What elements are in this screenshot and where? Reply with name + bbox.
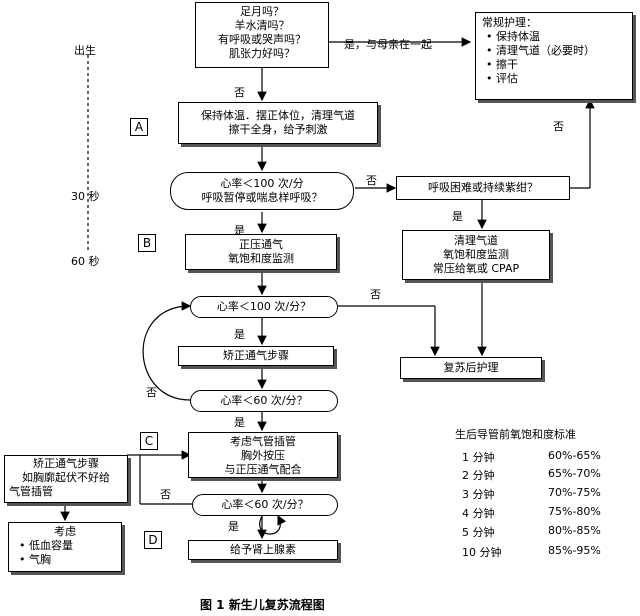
step-a-line2: 擦干全身，给予刺激 <box>228 123 328 136</box>
step-a-line1: 保持体温．摆正体位，清理气道 <box>201 109 355 122</box>
hr100-question: 心率＜100 次/分？ <box>190 296 338 318</box>
consider-title: 考虑 <box>54 525 76 538</box>
post-care-box: 复苏后护理 <box>400 357 542 379</box>
q-amniotic: 羊水清吗？ <box>234 19 290 32</box>
step-d-label: D <box>144 531 162 549</box>
initial-assessment-box: 足月吗？ 羊水清吗？ 有呼吸或哭声吗？ 肌张力好吗？ <box>195 2 329 68</box>
edge-no-routine: 否 <box>553 120 564 133</box>
clear-airway-line1: 清理气道 <box>454 234 498 247</box>
edge-no-loop: 否 <box>146 386 157 399</box>
step-b-line1: 正压通气 <box>239 238 283 251</box>
step-c-line1: 考虑气管插管 <box>230 435 296 448</box>
clear-airway-line2: 氧饱和度监测 <box>443 248 509 261</box>
sat-time: 1 分钟 <box>462 451 495 464</box>
sat-time: 5 分钟 <box>462 526 495 539</box>
hr60-question-2: 心率＜60 次/分？ <box>192 494 338 516</box>
corrective-note-line3: 气管插管 <box>9 485 53 498</box>
corrective-note-line2: 如胸廓起伏不好给 <box>22 471 110 484</box>
consider-list: 低血容量 气胸 <box>15 539 115 567</box>
sat-range: 65%-70% <box>548 467 601 480</box>
routine-care-item: 评估 <box>486 72 626 86</box>
routine-care-list: 保持体温 清理气道（必要时） 擦干 评估 <box>482 30 626 86</box>
sat-range: 80%-85% <box>548 524 601 537</box>
consider-item: 气胸 <box>19 553 115 567</box>
step-a-box: 保持体温．摆正体位，清理气道 擦干全身，给予刺激 <box>178 102 378 144</box>
hr60-question-1: 心率＜60 次/分？ <box>190 390 338 412</box>
hr-apnea-line1: 心率＜100 次/分 <box>220 177 304 190</box>
timeline-60s: 60 秒 <box>71 255 100 268</box>
post-care-text: 复苏后护理 <box>443 361 499 374</box>
edge-no-note: 否 <box>160 488 171 501</box>
timeline-birth: 出生 <box>74 44 96 57</box>
corrective-note-box: 矫正通气步骤 如胸廓起伏不好给 气管插管 <box>4 455 128 503</box>
edge-no-a: 否 <box>234 86 245 99</box>
step-c-line3: 与正压通气配合 <box>224 463 302 476</box>
corrective-text: 矫正通气步骤 <box>223 349 289 362</box>
saturation-table: 生后导管前氧饱和度标准 <box>455 426 635 442</box>
routine-care-box: 常规护理： 保持体温 清理气道（必要时） 擦干 评估 <box>475 12 633 100</box>
step-c-box: 考虑气管插管 胸外按压 与正压通气配合 <box>188 432 338 478</box>
corrective-box: 矫正通气步骤 <box>178 346 334 366</box>
q-term: 足月吗？ <box>240 5 284 18</box>
epinephrine-text: 给予肾上腺素 <box>230 543 296 556</box>
step-d-box: 给予肾上腺素 <box>188 540 338 560</box>
step-b-label: B <box>138 234 156 252</box>
step-b-line2: 氧饱和度监测 <box>228 252 294 265</box>
saturation-title: 生后导管前氧饱和度标准 <box>455 428 576 441</box>
hr60-text-2: 心率＜60 次/分？ <box>221 498 309 511</box>
step-c-line2: 胸外按压 <box>241 449 285 462</box>
sat-range: 70%-75% <box>548 486 601 499</box>
edge-yes-corrective: 是 <box>234 328 245 341</box>
clear-airway-line3: 常压给氧或 CPAP <box>432 262 520 275</box>
edge-no-post: 否 <box>370 288 381 301</box>
edge-yes-clear: 是 <box>452 210 463 223</box>
sat-time: 3 分钟 <box>462 488 495 501</box>
sat-range: 85%-95% <box>548 544 601 557</box>
edge-yes-d: 是 <box>228 520 239 533</box>
figure-caption: 图 1 新生儿复苏流程图 <box>200 598 325 612</box>
clear-airway-box: 清理气道 氧饱和度监测 常压给氧或 CPAP <box>402 230 550 280</box>
sat-range: 75%-80% <box>548 505 601 518</box>
routine-care-title: 常规护理： <box>482 16 537 29</box>
timeline-30s: 30 秒 <box>71 190 100 203</box>
edge-yes-mother: 是，与母亲在一起 <box>344 38 432 51</box>
edge-no-breath: 否 <box>366 174 377 187</box>
step-a-label: A <box>130 118 148 136</box>
breath-difficulty-question: 呼吸困难或持续紫绀？ <box>396 176 570 200</box>
corrective-note-line1: 矫正通气步骤 <box>33 457 99 470</box>
sat-time: 4 分钟 <box>462 507 495 520</box>
edge-yes-c: 是 <box>234 416 245 429</box>
hr100-text: 心率＜100 次/分？ <box>216 300 312 313</box>
consider-box: 考虑 低血容量 气胸 <box>8 522 122 572</box>
sat-time: 2 分钟 <box>462 469 495 482</box>
hr-apnea-question: 心率＜100 次/分 呼吸暂停或喘息样呼吸？ <box>170 172 354 210</box>
q-tone: 肌张力好吗？ <box>229 47 295 60</box>
q-breathing: 有呼吸或哭声吗？ <box>218 33 306 46</box>
step-b-box: 正压通气 氧饱和度监测 <box>185 234 337 270</box>
hr60-text-1: 心率＜60 次/分？ <box>220 394 308 407</box>
sat-time: 10 分钟 <box>462 546 502 559</box>
routine-care-item: 清理气道（必要时） <box>486 44 626 58</box>
hr-apnea-line2: 呼吸暂停或喘息样呼吸？ <box>201 191 323 204</box>
routine-care-item: 保持体温 <box>486 30 626 44</box>
consider-item: 低血容量 <box>19 539 115 553</box>
step-c-label: C <box>140 432 158 450</box>
edge-yes-b: 是 <box>234 224 245 237</box>
routine-care-item: 擦干 <box>486 58 626 72</box>
breath-difficulty-text: 呼吸困难或持续紫绀？ <box>428 181 538 194</box>
sat-range: 60%-65% <box>548 449 601 462</box>
